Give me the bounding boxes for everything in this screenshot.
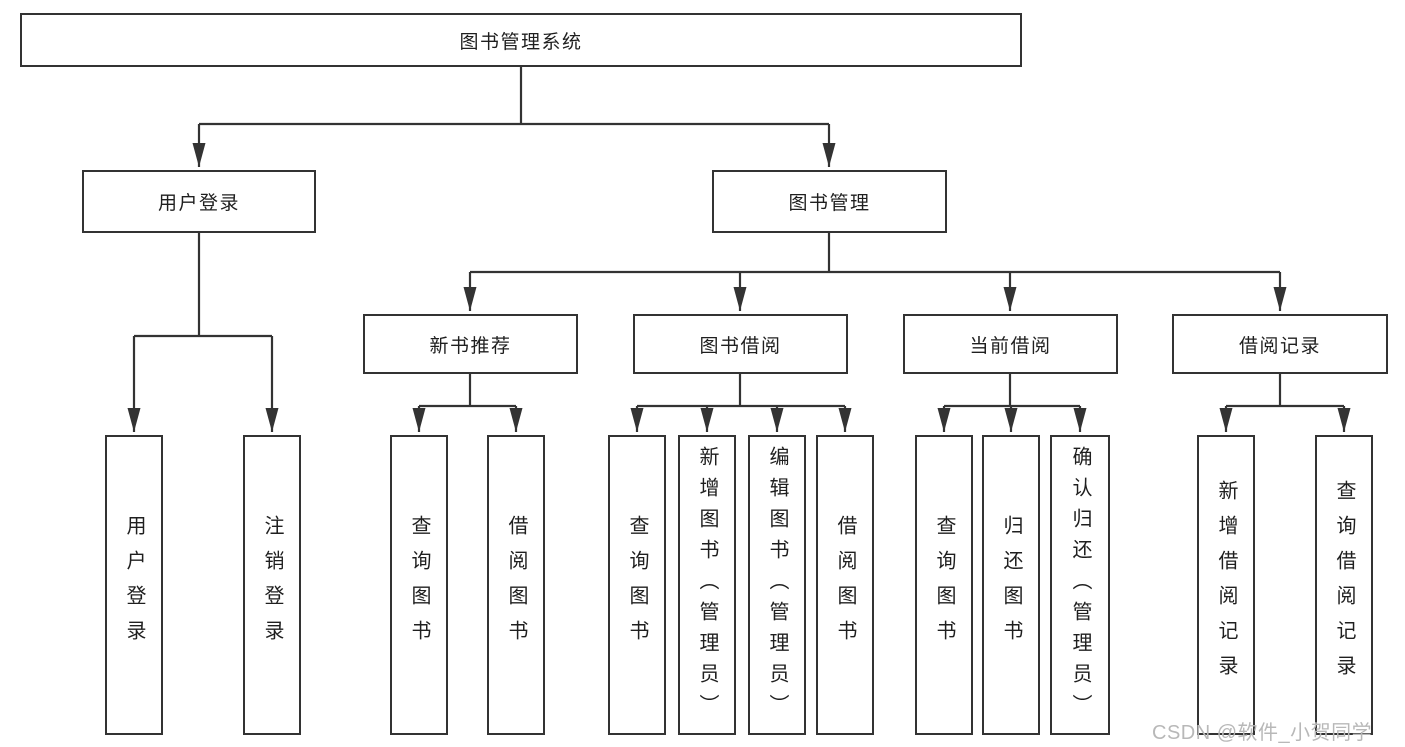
connector-book-management-to-level3 (463, 233, 1287, 311)
connector-new-book-recommend-children (412, 374, 523, 432)
leaf-confirm-return-admin-label: 确认归还（管理员） (1069, 445, 1091, 725)
node-borrowing-records: 借阅记录 (1172, 314, 1388, 374)
connector-book-borrowing-children (630, 374, 852, 432)
node-book-management: 图书管理 (712, 170, 947, 233)
leaf-user-login: 用户登录 (105, 435, 163, 735)
node-root: 图书管理系统 (20, 13, 1022, 67)
leaf-borrow-books: 借阅图书 (816, 435, 874, 735)
leaf-return-books: 归还图书 (982, 435, 1040, 735)
node-borrowing-records-label: 借阅记录 (1238, 335, 1321, 357)
csdn-watermark: CSDN @软件_小贺同学 (1152, 722, 1373, 744)
leaf-logout-label: 注销登录 (261, 515, 283, 655)
node-new-book-recommend: 新书推荐 (363, 314, 578, 374)
leaf-add-borrow-record-label: 新增借阅记录 (1215, 480, 1237, 690)
leaf-add-borrow-record: 新增借阅记录 (1197, 435, 1255, 735)
node-current-borrowing-label: 当前借阅 (969, 335, 1052, 357)
leaf-user-login-label: 用户登录 (123, 515, 145, 655)
leaf-borrow-books-label: 借阅图书 (834, 515, 856, 655)
leaf-return-books-label: 归还图书 (1000, 515, 1022, 655)
leaf-query-books-recommend-label: 查询图书 (408, 515, 430, 655)
connector-user-login-children (127, 233, 279, 432)
leaf-edit-books-admin: 编辑图书（管理员） (748, 435, 806, 735)
connector-root-to-level2 (192, 67, 836, 167)
node-current-borrowing: 当前借阅 (903, 314, 1118, 374)
leaf-borrow-books-recommend: 借阅图书 (487, 435, 545, 735)
node-user-login-label: 用户登录 (157, 193, 240, 214)
node-book-management-label: 图书管理 (788, 193, 871, 214)
leaf-query-books-borrowing-label: 查询图书 (626, 515, 648, 655)
leaf-query-books-recommend: 查询图书 (390, 435, 448, 735)
leaf-add-books-admin-label: 新增图书（管理员） (696, 445, 718, 725)
leaf-query-books-current: 查询图书 (915, 435, 973, 735)
leaf-query-books-current-label: 查询图书 (933, 515, 955, 655)
leaf-add-books-admin: 新增图书（管理员） (678, 435, 736, 735)
connector-borrowing-records-children (1219, 374, 1351, 432)
leaf-query-books-borrowing: 查询图书 (608, 435, 666, 735)
node-new-book-recommend-label: 新书推荐 (429, 335, 512, 357)
leaf-confirm-return-admin: 确认归还（管理员） (1050, 435, 1110, 735)
leaf-query-borrow-record: 查询借阅记录 (1315, 435, 1373, 735)
node-book-borrowing-label: 图书借阅 (699, 335, 782, 357)
leaf-logout: 注销登录 (243, 435, 301, 735)
connector-current-borrowing-children (937, 374, 1087, 432)
node-root-label: 图书管理系统 (459, 31, 583, 53)
node-user-login: 用户登录 (82, 170, 316, 233)
leaf-edit-books-admin-label: 编辑图书（管理员） (766, 445, 788, 725)
leaf-borrow-books-recommend-label: 借阅图书 (505, 515, 527, 655)
leaf-query-borrow-record-label: 查询借阅记录 (1333, 480, 1355, 690)
node-book-borrowing: 图书借阅 (633, 314, 848, 374)
